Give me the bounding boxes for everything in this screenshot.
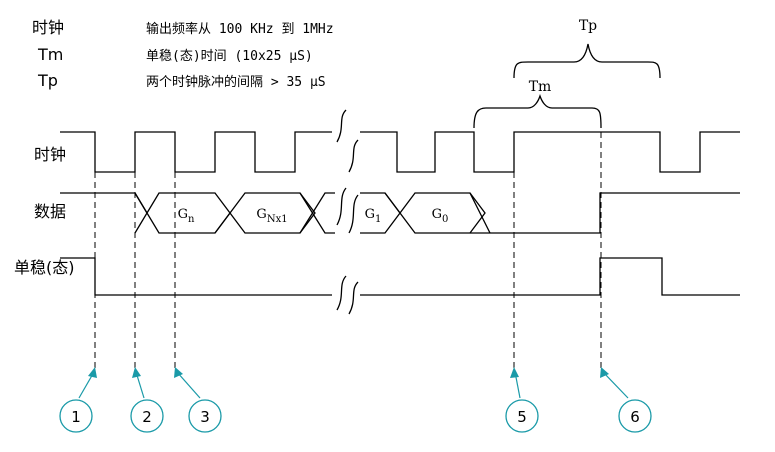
legend-term-tp: Tp xyxy=(37,71,58,90)
marker-1-circle xyxy=(59,399,93,433)
marker-6-label: 6 xyxy=(630,408,640,426)
signal-label-clock: 时钟 xyxy=(34,145,66,164)
data-word-g1: G1 xyxy=(365,207,382,225)
marker-3: 3 xyxy=(174,367,222,433)
monostable-waveform xyxy=(60,257,740,296)
marker-5: 5 xyxy=(505,367,539,433)
legend-desc-clock: 输出频率从 100 KHz 到 1MHz xyxy=(146,21,334,37)
marker-2: 2 xyxy=(130,367,164,433)
marker-1: 1 xyxy=(59,367,97,433)
marker-6-circle xyxy=(618,399,652,433)
monostable-break-mark xyxy=(336,275,359,315)
marker-5-circle xyxy=(505,399,539,433)
data-break-mark xyxy=(336,187,359,234)
data-word-gn: Gn xyxy=(178,207,195,225)
legend-term-clock: 时钟 xyxy=(32,18,64,37)
legend-term-tm: Tm xyxy=(37,45,63,64)
tp-brace xyxy=(513,43,661,79)
marker-3-label: 3 xyxy=(200,408,210,426)
signal-label-data: 数据 xyxy=(34,202,66,221)
clock-waveform xyxy=(60,131,740,173)
data-waveform xyxy=(60,192,740,234)
tm-brace xyxy=(473,93,602,129)
data-word-gnx1: GNx1 xyxy=(256,207,287,225)
legend: 时钟 输出频率从 100 KHz 到 1MHz Tm 单稳(态)时间 (10x2… xyxy=(32,18,334,90)
tp-brace-label: Tp xyxy=(579,18,597,34)
marker-2-circle xyxy=(130,399,164,433)
tm-brace-label: Tm xyxy=(529,79,552,95)
marker-3-circle xyxy=(188,399,222,433)
reference-dashes xyxy=(94,132,602,375)
marker-6: 6 xyxy=(600,367,652,433)
marker-1-label: 1 xyxy=(71,408,81,426)
legend-desc-tp: 两个时钟脉冲的间隔 > 35 μS xyxy=(146,74,326,90)
marker-5-label: 5 xyxy=(517,408,527,426)
data-word-g0: G0 xyxy=(432,207,449,225)
marker-2-label: 2 xyxy=(142,408,152,426)
clock-break-mark xyxy=(336,109,359,173)
legend-desc-tm: 单稳(态)时间 (10x25 μS) xyxy=(146,48,313,64)
signal-label-monostable: 单稳(态) xyxy=(14,258,75,277)
